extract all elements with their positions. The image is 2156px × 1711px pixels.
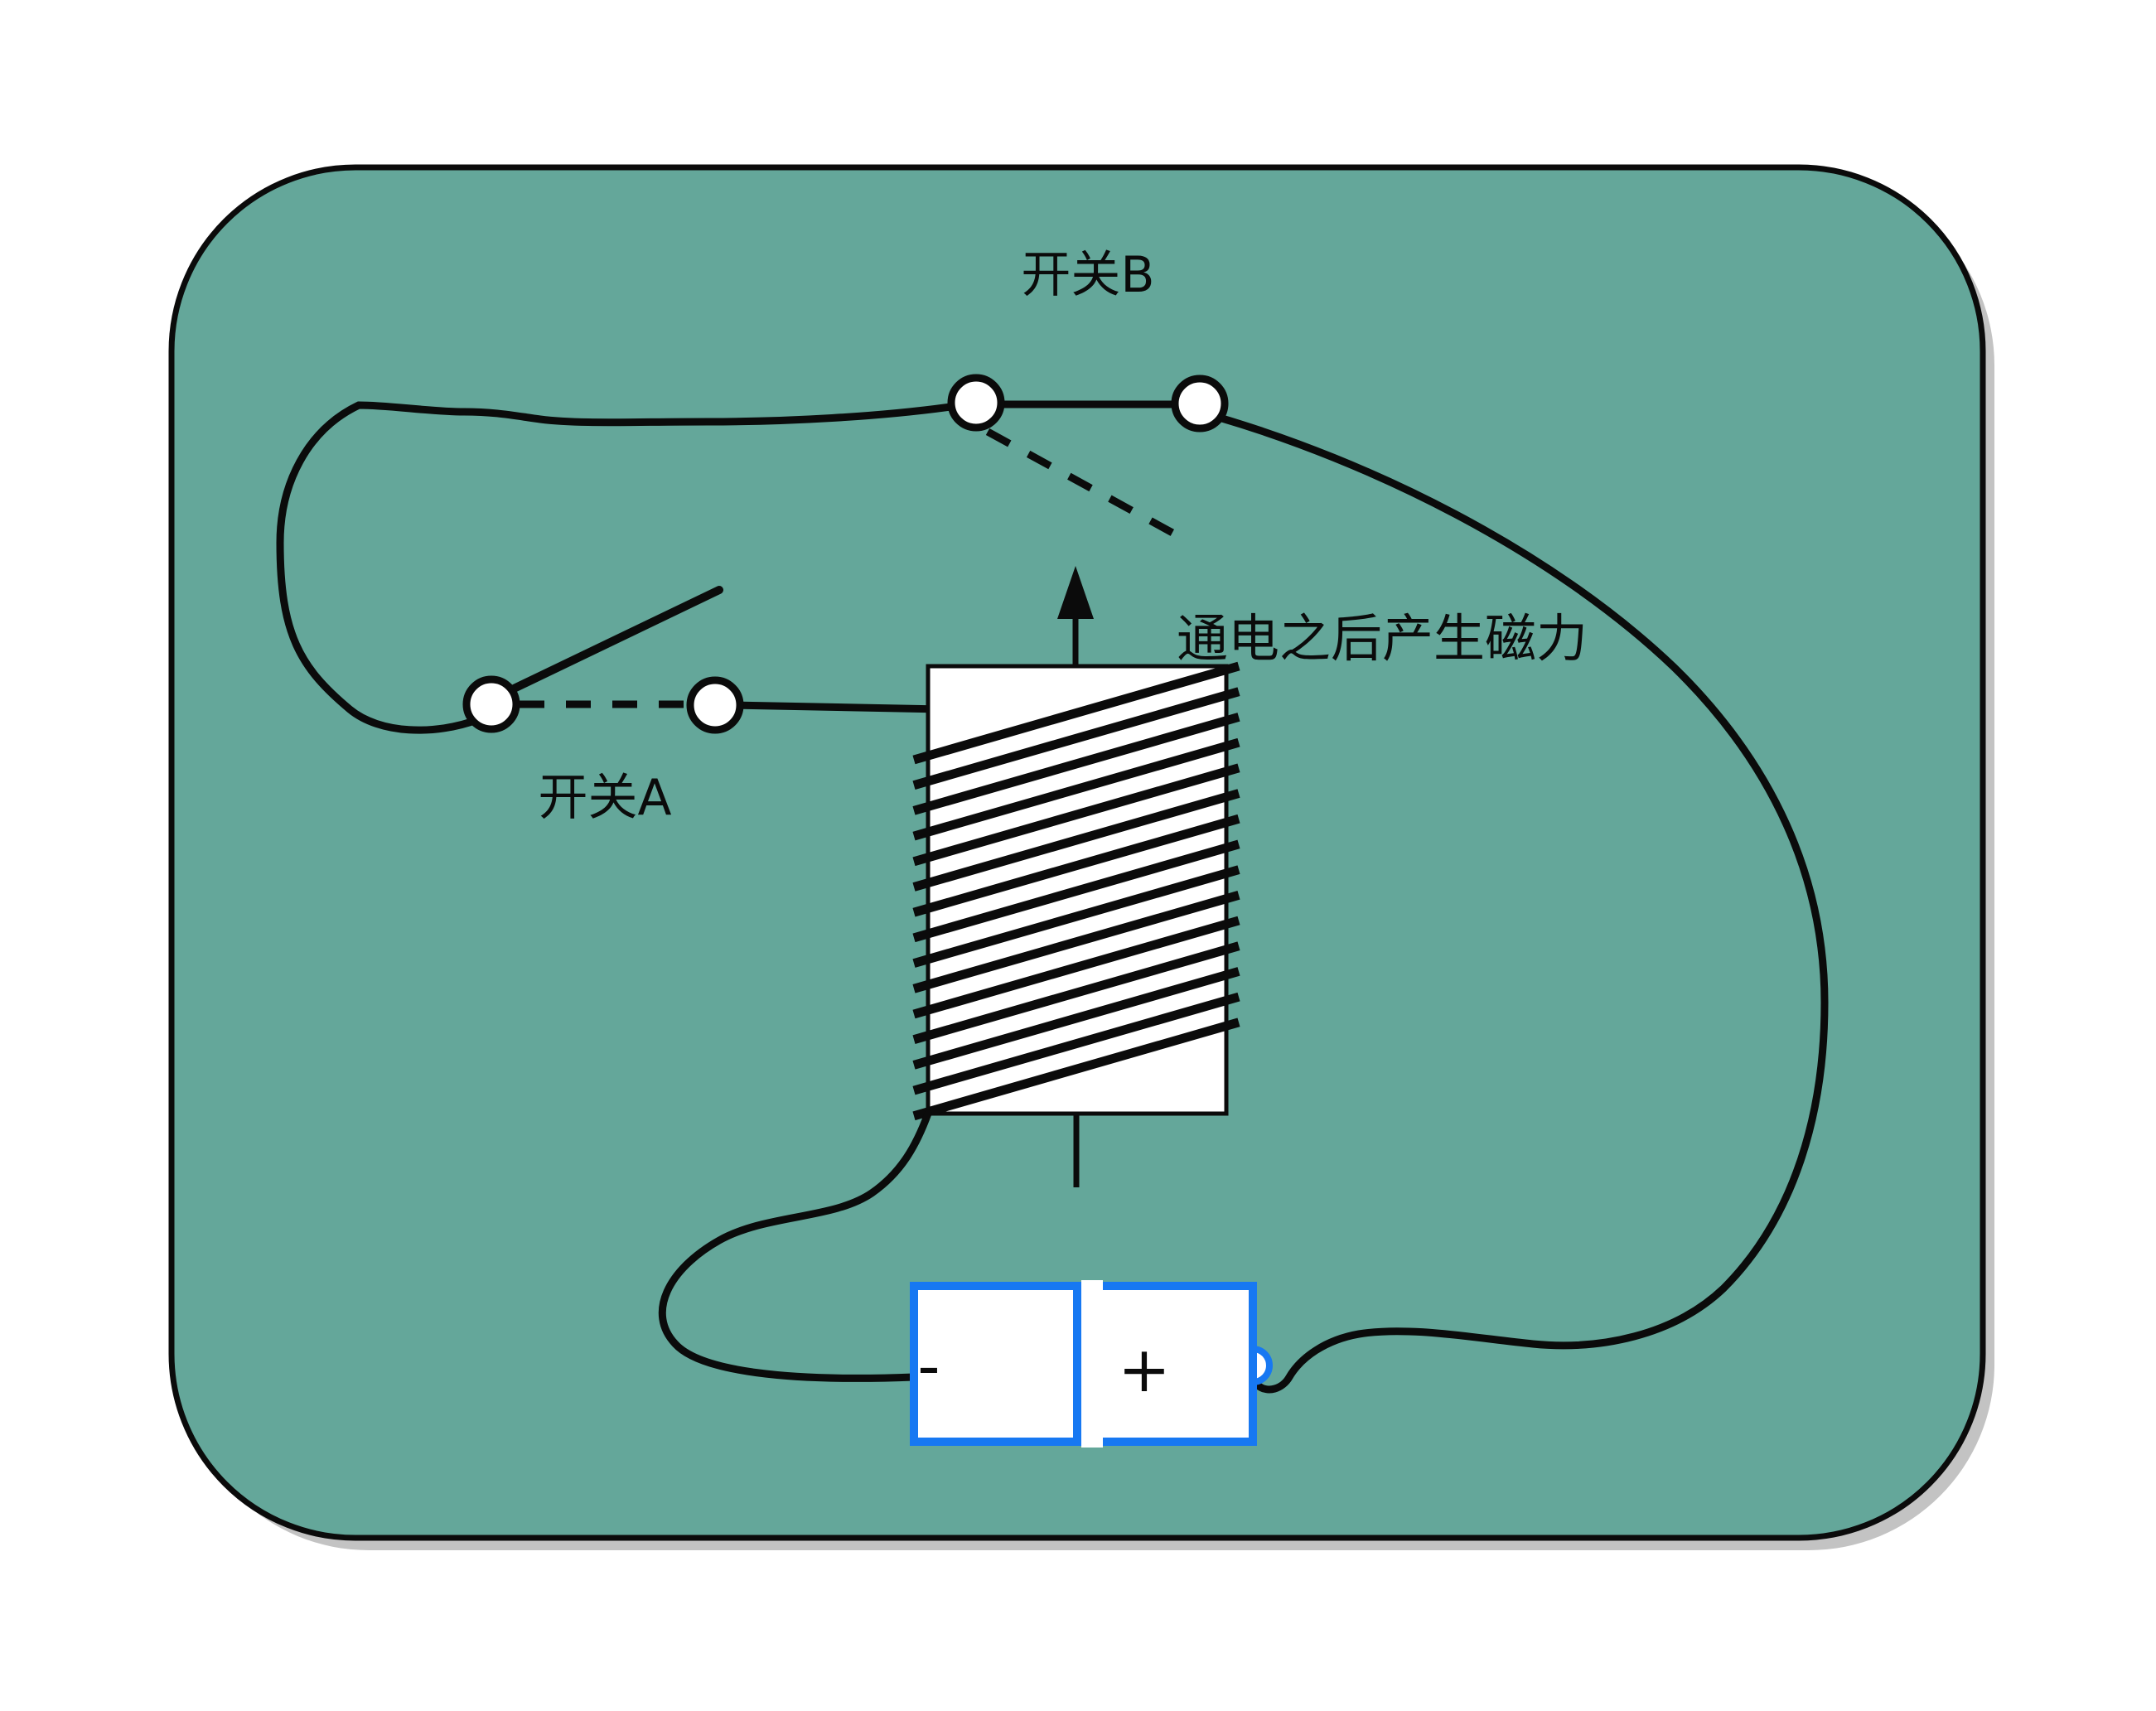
coil-windings	[912, 661, 1240, 1121]
battery-top-border-notch	[1081, 1280, 1103, 1292]
coil-winding-turn	[912, 891, 1240, 993]
switchA-lever	[505, 586, 723, 695]
switchA-label: 开关A	[538, 769, 671, 827]
battery-bottom-border-notch	[1081, 1436, 1103, 1448]
coil-winding-turn	[912, 789, 1240, 892]
coil-winding-turn	[912, 737, 1240, 841]
battery-body	[910, 1282, 1257, 1446]
magnetic-force-arrow-head-icon	[1057, 566, 1094, 619]
switchB-left-terminal-icon	[947, 374, 1005, 432]
coil-winding-turn	[912, 967, 1240, 1070]
magnetism-annotation: 通电之后产生磁力	[1177, 608, 1588, 669]
coil-winding-turn	[912, 763, 1240, 867]
wire-switchB-to-battery-plus	[1212, 413, 1829, 1394]
coil-winding-turn	[912, 814, 1240, 917]
coil-winding-turn	[912, 992, 1240, 1095]
battery-minus-label: -	[917, 1329, 940, 1403]
wire-switchA-to-coil	[725, 701, 946, 713]
switchB-open-dashed-line	[985, 428, 1193, 546]
wire-switchB-to-switchA	[276, 401, 955, 734]
switchA-right-terminal-icon	[686, 676, 744, 734]
coil-winding-turn	[912, 1017, 1240, 1121]
coil-winding-turn	[912, 865, 1240, 968]
switchA-left-terminal-icon	[462, 675, 520, 733]
coil-winding-turn	[912, 687, 1240, 790]
battery-plus-label: +	[1118, 1332, 1171, 1406]
switchB-label: 开关B	[1021, 246, 1154, 304]
switchB-right-terminal-icon	[1171, 375, 1229, 433]
coil-winding-turn	[912, 713, 1240, 815]
coil-winding-turn	[912, 839, 1240, 943]
coil-winding-turn	[912, 661, 1240, 765]
wire-coil-to-battery-minus	[658, 1109, 932, 1382]
coil-winding-turn	[912, 916, 1240, 1019]
coil-winding-turn	[912, 941, 1240, 1044]
